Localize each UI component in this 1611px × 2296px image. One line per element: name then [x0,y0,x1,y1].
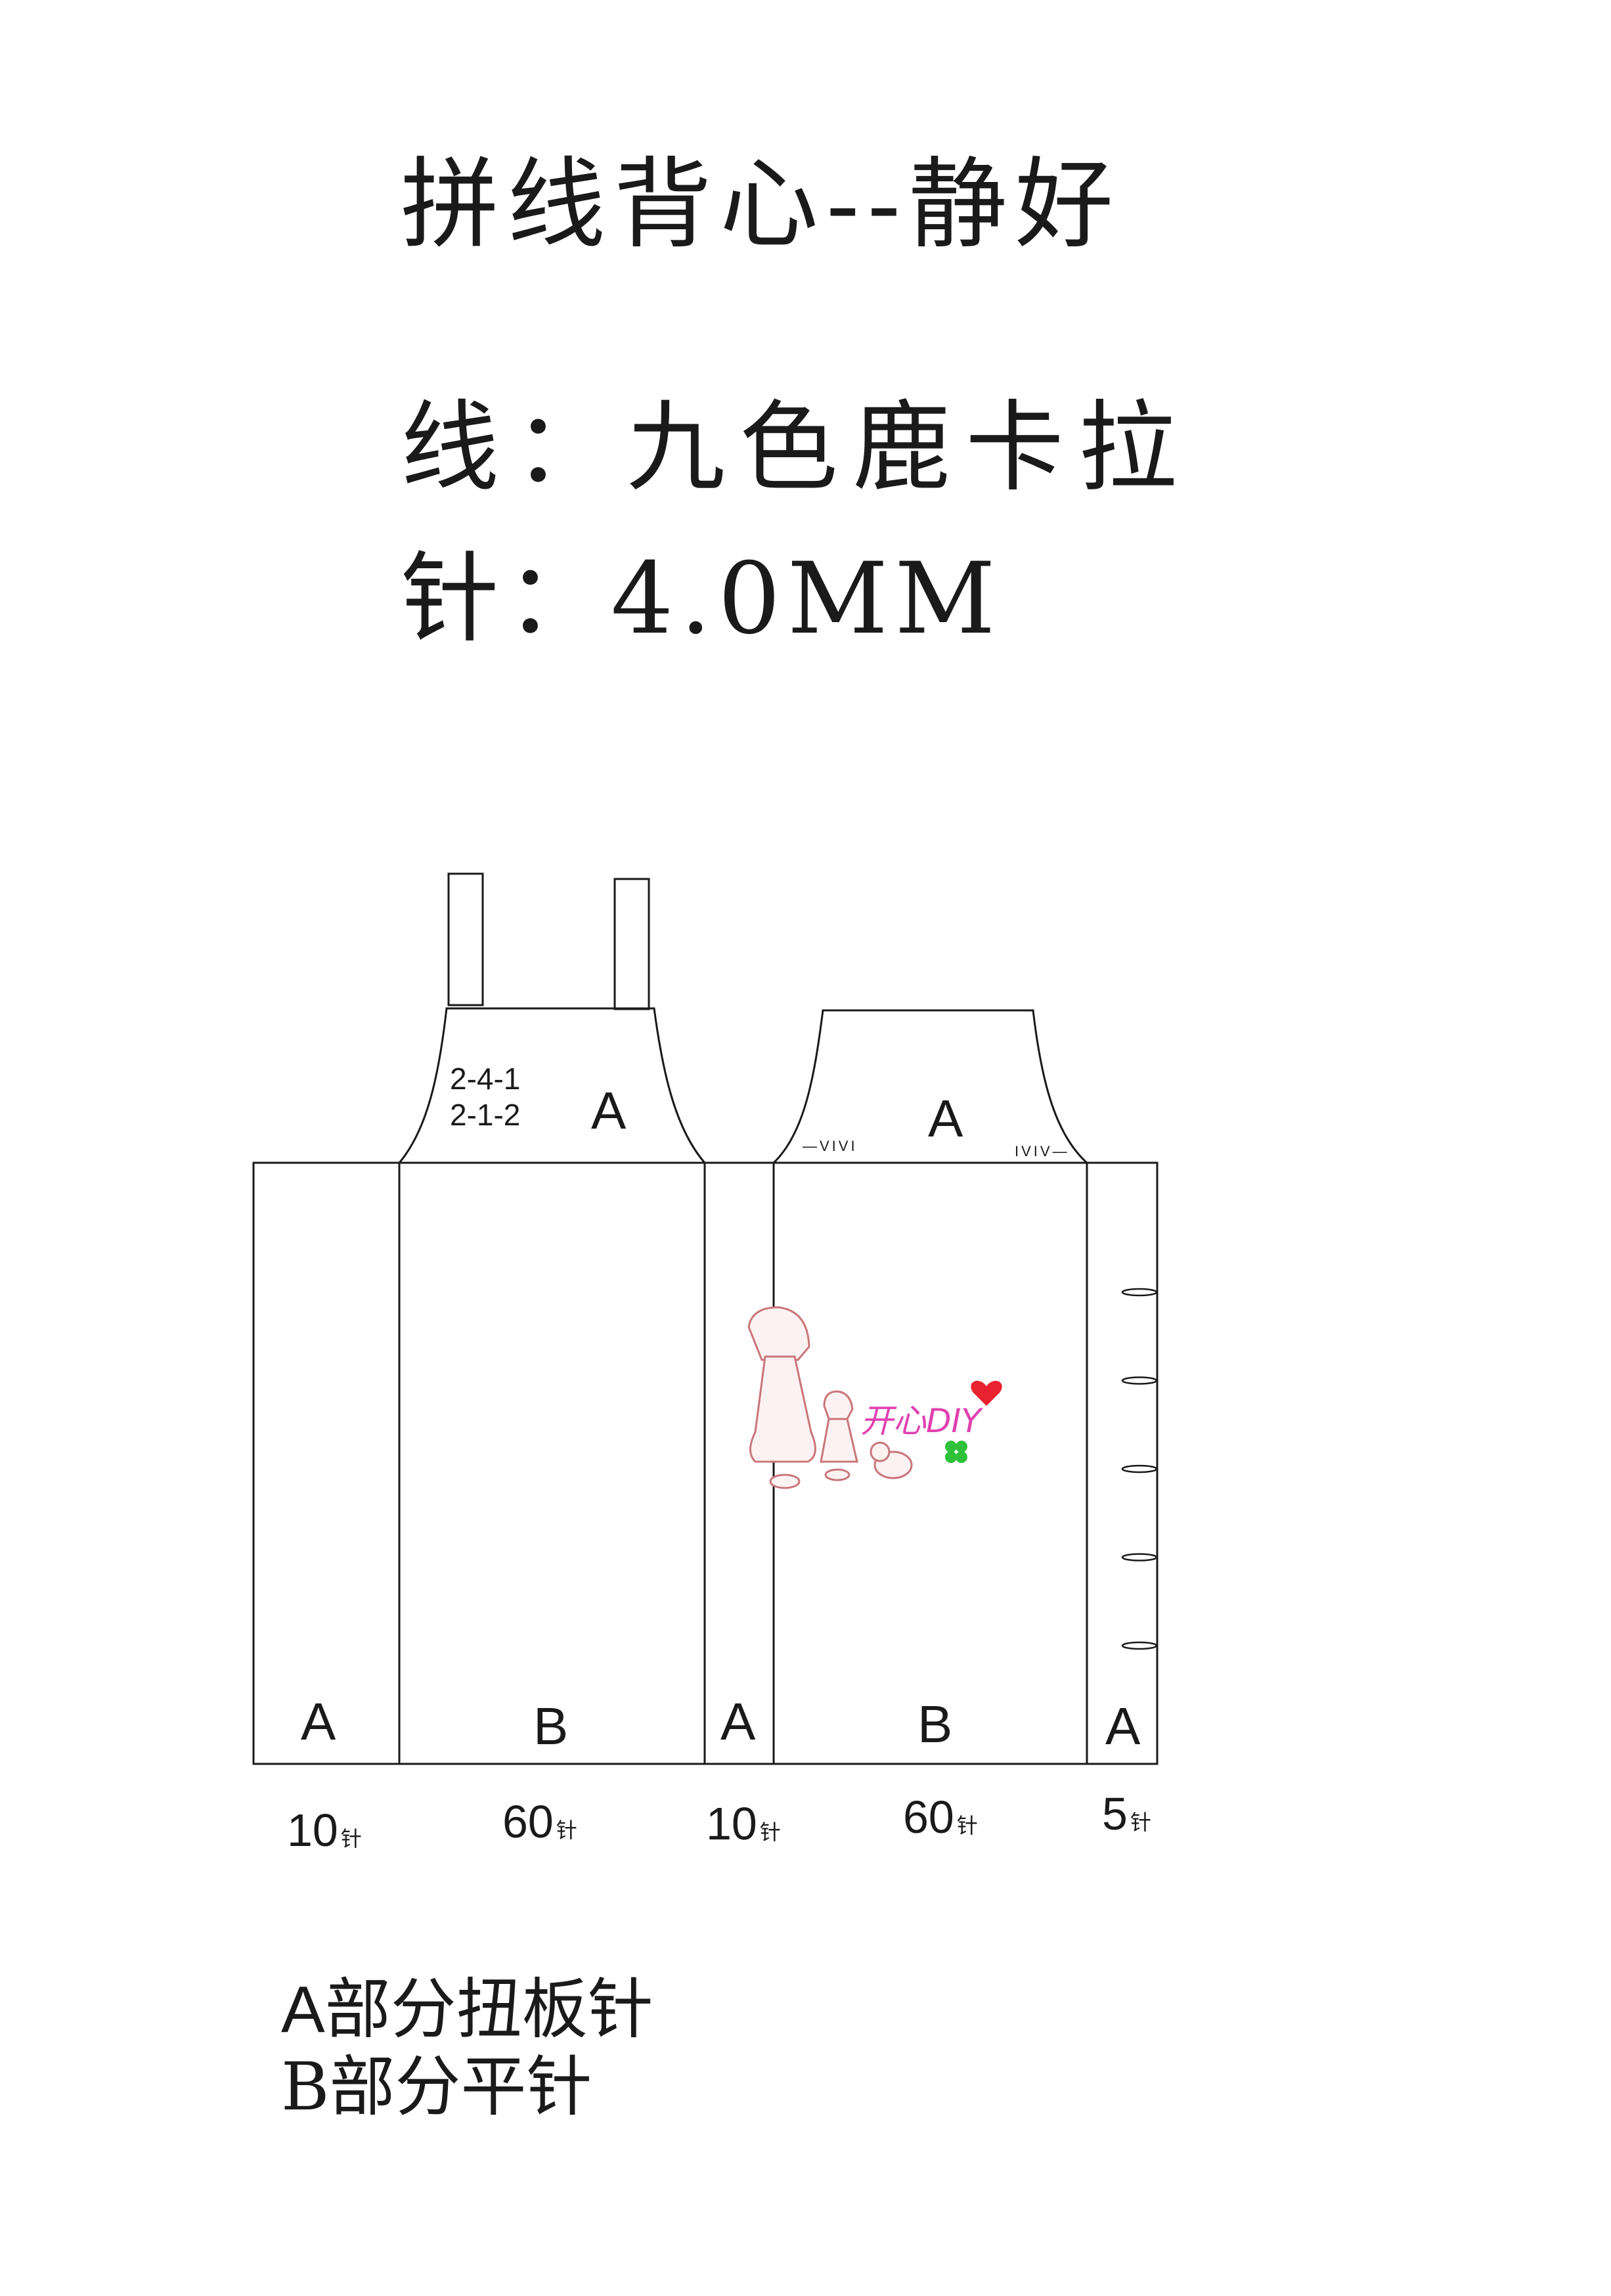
legend-a: A部分扭板针 [281,1971,653,2048]
panel-label-4: B [917,1695,952,1753]
page-title: 拼线背心--静好 [401,148,1122,262]
clover-icon [945,1441,967,1463]
shaping-line-1: 2-4-1 [450,1062,520,1096]
right-strap [613,878,650,1010]
panel-label-3: A [720,1692,756,1751]
legend-a-letter: A [281,1973,325,2046]
shaping-line-2: 2-1-2 [450,1098,520,1132]
tick-mark-right: IVIV— [1015,1143,1070,1159]
panel-label-1: A [301,1692,336,1751]
heart-icon [971,1380,1002,1406]
front-yoke-outline [398,1007,706,1163]
buttonhole [1121,1553,1158,1562]
buttonhole [1121,1288,1158,1297]
front-yoke-label: A [591,1081,627,1140]
tick-mark-left: —VIVI [803,1138,858,1154]
yarn-info: 线：九色鹿卡拉 [401,391,1192,505]
watermark-text: 开心DIY [860,1402,983,1440]
buttonhole-group [1121,1288,1158,1650]
legend: A部分扭板针 B部分平针 [281,1971,653,2126]
panel-label-2: B [533,1697,568,1755]
legend-b-letter: B [281,2048,330,2125]
needle-info: 针：4.0MM [401,542,1002,656]
watermark-logo: 开心DIY [747,1306,1002,1489]
back-yoke-outline [772,1009,1088,1164]
girl-figure-icon [747,1306,913,1489]
legend-a-text: 部分扭板针 [324,1971,653,2048]
back-yoke-label: A [928,1089,963,1148]
buttonhole [1121,1376,1158,1385]
panel-label-5: A [1105,1697,1141,1755]
legend-b: B部分平针 [281,2048,653,2126]
legend-b-text: 部分平针 [329,2048,592,2125]
buttonhole [1121,1464,1158,1474]
left-strap [447,872,484,1006]
buttonhole [1121,1641,1158,1650]
